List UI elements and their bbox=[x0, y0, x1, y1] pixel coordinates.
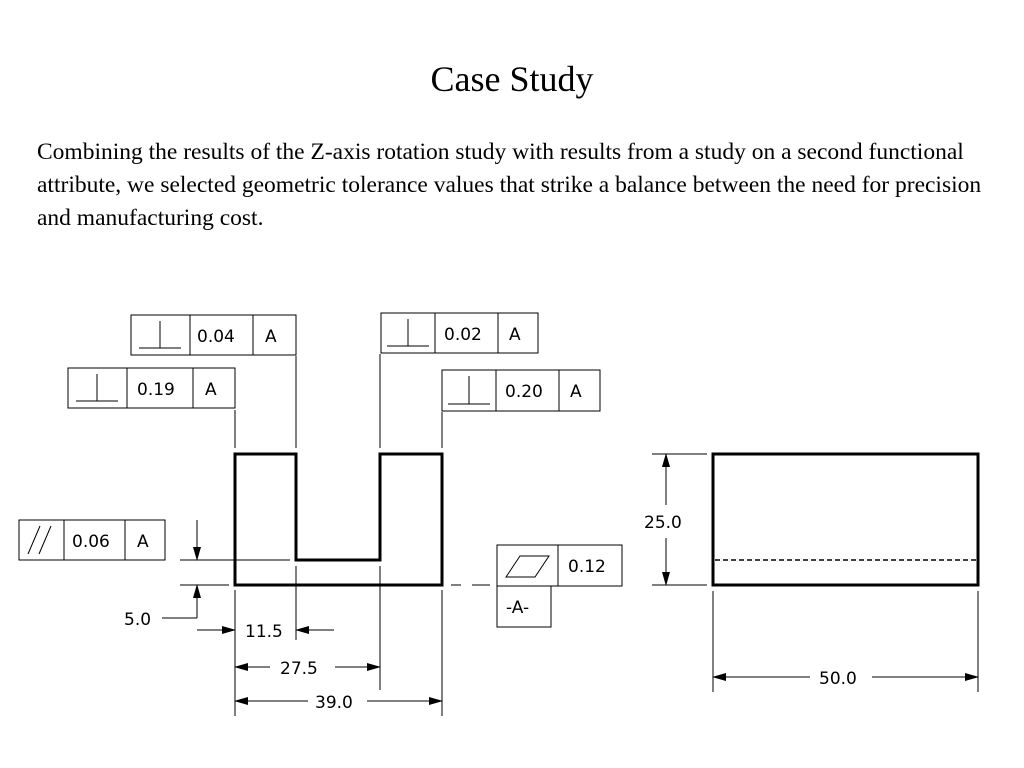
fcf-parallel-0-06 bbox=[18, 519, 166, 561]
fcf-perp-0-04-datum: A bbox=[265, 327, 277, 347]
parallelism-icon bbox=[27, 525, 41, 555]
fcf-perp-0-20-tol: 0.20 bbox=[505, 382, 543, 402]
slide-title: Case Study bbox=[430, 59, 594, 99]
dim-25-0-label: 25.0 bbox=[644, 513, 682, 533]
fcf-perp-0-04-tol: 0.04 bbox=[197, 327, 235, 347]
dim-5-0 bbox=[162, 520, 201, 619]
datum-feature-box bbox=[496, 585, 552, 628]
fcf-perp-0-02-datum: A bbox=[509, 325, 521, 345]
dim-11-5-label: 11.5 bbox=[245, 622, 283, 642]
dim-50-0-label: 50.0 bbox=[819, 669, 857, 689]
fcf-perp-0-20-datum: A bbox=[570, 382, 582, 402]
dim-39-0-label: 39.0 bbox=[315, 693, 353, 713]
fcf-flatness-0-12-tol: 0.12 bbox=[568, 557, 606, 577]
fcf-flatness-0-12 bbox=[496, 544, 623, 628]
fcf-parallel-0-06-datum: A bbox=[137, 532, 149, 552]
body-paragraph: Combining the results of the Z-axis rota… bbox=[37, 139, 982, 231]
front-view-part bbox=[233, 452, 444, 587]
fcf-perp-0-19-datum: A bbox=[205, 380, 217, 400]
fcf-perp-0-19 bbox=[67, 367, 236, 409]
fcf-perp-0-02 bbox=[380, 312, 539, 354]
dim-27-5-label: 27.5 bbox=[280, 659, 318, 679]
flatness-icon bbox=[505, 555, 550, 578]
fcf-perp-0-20 bbox=[441, 369, 601, 412]
side-view-part bbox=[711, 452, 980, 587]
datum-a-label: -A- bbox=[506, 598, 529, 618]
fcf-parallel-0-06-tol: 0.06 bbox=[72, 532, 110, 552]
side-extension-lines bbox=[652, 453, 979, 692]
dim-5-0-label: 5.0 bbox=[124, 610, 151, 630]
fcf-perp-0-19-tol: 0.19 bbox=[137, 380, 175, 400]
fcf-perp-0-04 bbox=[130, 314, 297, 356]
fcf-perp-0-02-tol: 0.02 bbox=[444, 325, 482, 345]
